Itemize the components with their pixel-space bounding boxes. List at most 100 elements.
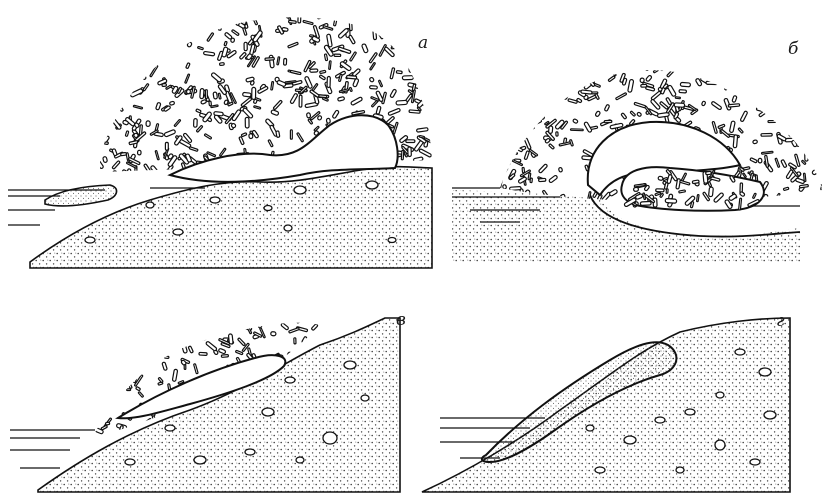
scree-fragment: [538, 93, 543, 99]
scree-fragment: [743, 77, 755, 81]
scree-fragment: [498, 101, 503, 112]
scree-fragment: [161, 22, 171, 27]
scree-fragment: [804, 126, 809, 134]
scree-fragment: [332, 16, 339, 19]
scree-fragment: [247, 317, 257, 328]
scree-fragment: [419, 135, 425, 138]
scree-fragment: [212, 313, 218, 321]
scree-fragment: [818, 191, 829, 203]
scree-fragment: [414, 55, 423, 63]
scree-fragment: [113, 171, 118, 183]
scree-fragment: [756, 97, 766, 108]
scree-fragment: [166, 32, 173, 44]
scree-fragment: [242, 92, 251, 97]
scree-fragment: [111, 16, 118, 22]
scree-fragment: [679, 190, 686, 193]
scree-fragment: [186, 27, 194, 37]
scree-fragment: [244, 42, 247, 50]
panel-g: г: [422, 311, 790, 492]
scree-fragment: [594, 63, 601, 74]
scree-fragment: [252, 87, 256, 99]
scree-fragment: [401, 150, 404, 160]
scree-fragment: [798, 102, 810, 108]
scree-fragment: [739, 198, 742, 210]
scree-fragment: [503, 67, 507, 76]
scree-fragment: [317, 115, 322, 120]
scree-fragment: [96, 24, 106, 31]
scree-fragment: [805, 152, 808, 161]
scree-fragment: [773, 193, 780, 202]
scree-fragment: [505, 142, 511, 153]
scree-fragment: [411, 52, 417, 61]
scree-fragment: [764, 68, 767, 73]
scree-fragment: [494, 120, 503, 125]
scree-fragment: [85, 359, 97, 365]
scree-fragment: [665, 199, 677, 204]
scree-fragment: [406, 31, 415, 41]
scree-fragment: [164, 356, 169, 358]
scree-fragment: [800, 118, 810, 126]
scree-fragment: [404, 19, 411, 24]
scree-fragment: [117, 54, 121, 61]
scree-fragment: [245, 117, 249, 128]
scree-fragment: [118, 66, 122, 77]
scree-fragment: [94, 364, 107, 367]
scree-fragment: [170, 23, 179, 32]
scree-fragment: [802, 81, 805, 92]
scree-fragment: [422, 61, 427, 65]
scree-fragment: [728, 69, 733, 72]
scree-fragment: [758, 90, 768, 99]
scree-fragment: [772, 83, 778, 89]
scree-fragment: [548, 126, 552, 134]
scree-fragment: [796, 97, 800, 103]
scree-fragment: [156, 44, 160, 51]
scree-fragment: [765, 71, 773, 74]
scree-fragment: [755, 92, 762, 99]
scree-fragment: [120, 43, 128, 45]
scree-fragment: [612, 63, 617, 70]
scree-fragment: [317, 326, 326, 334]
scree-fragment: [528, 117, 534, 129]
scree-fragment: [563, 138, 566, 143]
scree-fragment: [794, 65, 807, 75]
scree-fragment: [329, 61, 331, 70]
scree-fragment: [87, 361, 95, 365]
scree-fragment: [104, 339, 114, 345]
scree-fragment: [666, 189, 668, 194]
scree-fragment: [108, 379, 115, 386]
scree-fragment: [193, 324, 198, 327]
scree-fragment: [816, 155, 822, 160]
scree-fragment: [137, 14, 146, 21]
scree-fragment: [345, 13, 353, 21]
scree-fragment: [183, 14, 187, 19]
scree-fragment: [778, 89, 785, 95]
scree-fragment: [501, 121, 513, 123]
scree-fragment: [344, 13, 350, 17]
scree-fragment: [216, 18, 220, 24]
panel-g-ground: [422, 318, 790, 492]
scree-fragment: [785, 82, 792, 93]
scree-fragment: [675, 97, 680, 99]
scree-fragment: [409, 110, 420, 113]
scree-fragment: [299, 95, 302, 107]
scree-fragment: [559, 94, 565, 99]
scree-fragment: [83, 394, 95, 401]
scree-fragment: [219, 63, 224, 66]
scree-fragment: [102, 172, 114, 179]
scree-fragment: [105, 101, 113, 106]
scree-fragment: [549, 78, 552, 83]
scree-fragment: [520, 90, 530, 101]
scree-fragment: [182, 340, 188, 346]
scree-fragment: [574, 76, 587, 81]
scree-fragment: [151, 27, 154, 36]
scree-fragment: [587, 66, 598, 78]
scree-fragment: [158, 41, 166, 52]
scree-fragment: [497, 74, 503, 84]
scree-fragment: [539, 178, 546, 181]
scree-fragment: [130, 337, 138, 347]
scree-fragment: [820, 82, 826, 91]
scree-fragment: [656, 189, 664, 192]
scree-fragment: [573, 68, 581, 76]
scree-fragment: [298, 10, 301, 23]
